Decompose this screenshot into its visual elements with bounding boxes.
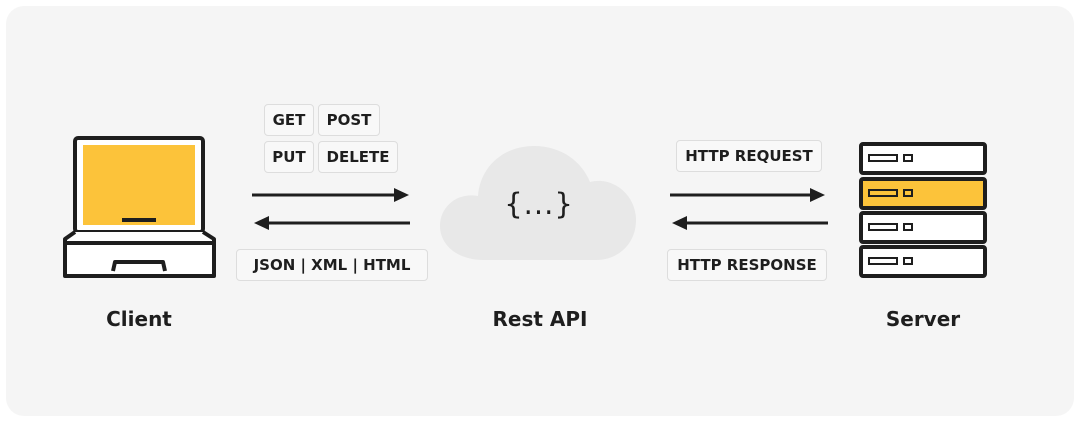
http-response-arrow-left [672, 216, 828, 230]
cloud-icon [440, 146, 636, 260]
server-unit-2-active [859, 177, 987, 210]
response-arrow-left [254, 216, 410, 230]
method-pill-post: POST [318, 104, 380, 136]
http-request-pill: HTTP REQUEST [676, 140, 822, 172]
http-request-arrow-right [670, 188, 825, 202]
server-unit-1 [859, 142, 987, 175]
format-pill: JSON | XML | HTML [236, 249, 428, 281]
request-arrow-right [252, 188, 409, 202]
laptop-screen [83, 145, 195, 225]
server-unit-4 [859, 245, 987, 278]
server-label: Server [885, 307, 961, 331]
method-pill-put: PUT [264, 141, 314, 173]
api-symbol: {...} [504, 187, 574, 221]
method-pill-get: GET [264, 104, 314, 136]
server-unit-3 [859, 211, 987, 244]
client-label: Client [106, 307, 172, 331]
http-response-pill: HTTP RESPONSE [667, 249, 827, 281]
laptop-icon [63, 136, 216, 278]
method-pill-delete: DELETE [318, 141, 398, 173]
server-rack-icon [859, 142, 987, 278]
rest-api-label: Rest API [492, 307, 588, 331]
